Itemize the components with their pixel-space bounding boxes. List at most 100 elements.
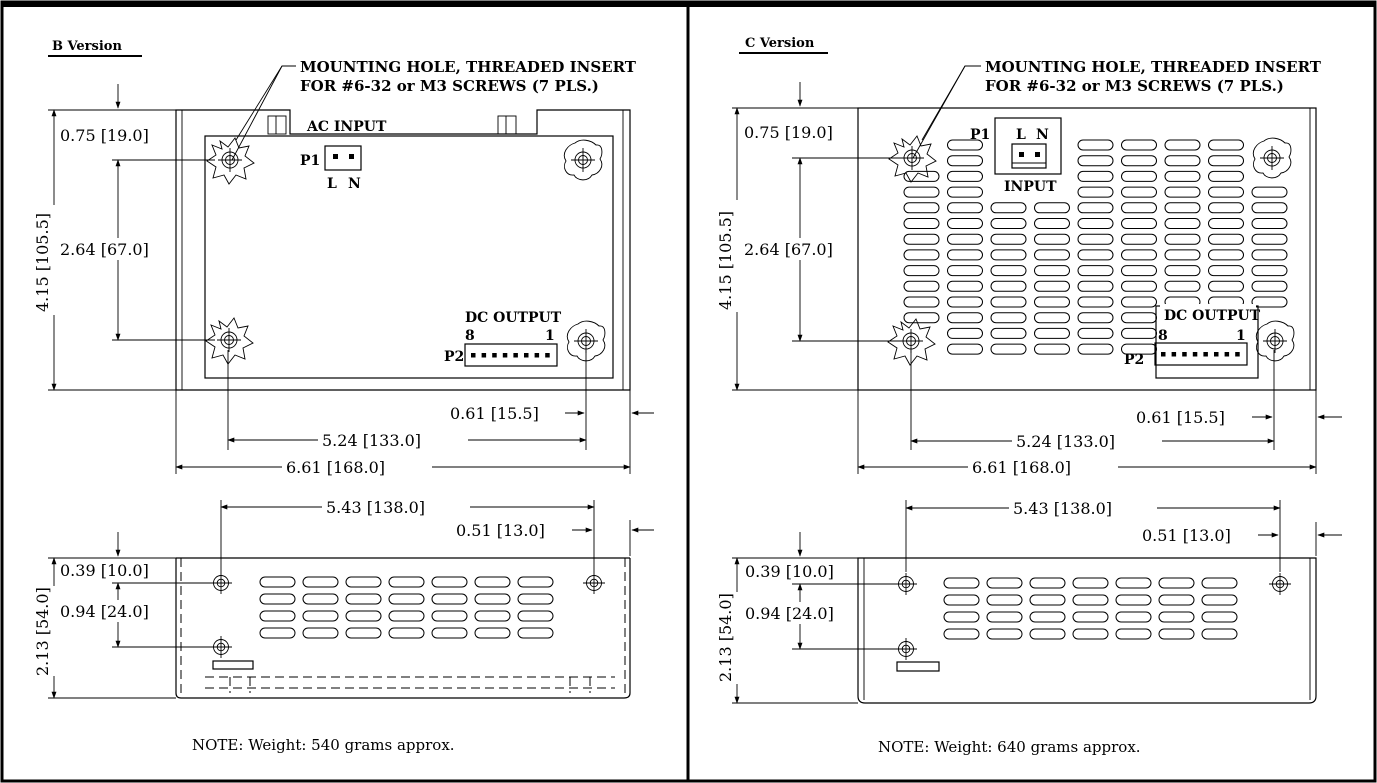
vent-slot: [1029, 628, 1066, 640]
panel-b-version: B Version MOUNTING HOLE, THREADED INSERT…: [33, 39, 654, 754]
p2-pin: [1161, 352, 1166, 357]
dim-overall-height: 4.15 [105.5]: [716, 211, 735, 310]
vent-slot: [986, 577, 1023, 589]
vent-slot: [1077, 296, 1114, 308]
vent-slot: [259, 627, 296, 639]
vent-slot: [345, 576, 382, 588]
mounting-hole-icon: [582, 571, 606, 595]
dim-overall-length: 6.61 [168.0]: [286, 458, 385, 477]
vent-slot: [1164, 280, 1201, 292]
mounting-hole-icon: [1255, 320, 1295, 362]
mounting-hole-callout: MOUNTING HOLE, THREADED INSERT FOR #6-32…: [231, 58, 637, 161]
vent-slot: [1208, 170, 1244, 182]
vent-slot: [517, 627, 554, 639]
vent-slot: [474, 610, 511, 622]
dim-side-mount-offset-right: 0.51 [13.0]: [1142, 526, 1231, 545]
vent-slot: [302, 610, 339, 622]
vent-slot: [1201, 594, 1238, 606]
vent-slot: [431, 610, 468, 622]
vent-slot: [1029, 594, 1066, 606]
vent-slot: [986, 594, 1023, 606]
callout-leader: [235, 65, 283, 141]
vent-slot: [943, 628, 980, 640]
p2-pin-last: 1: [545, 328, 555, 344]
vent-slot: [903, 296, 940, 308]
vent-slot: [1158, 611, 1195, 623]
p2-pin-first: 8: [1158, 328, 1168, 344]
vent-slot: [990, 280, 1027, 292]
vent-slot: [1164, 170, 1201, 182]
p2-connector: [464, 343, 558, 367]
callout-line-1: MOUNTING HOLE, THREADED INSERT: [985, 58, 1322, 76]
vent-slot: [903, 280, 940, 292]
chassis-outline: [857, 107, 1317, 391]
dim-side-overall-height: 2.13 [54.0]: [33, 587, 52, 676]
vent-slot: [388, 627, 425, 639]
vent-slot: [943, 577, 980, 589]
vent-slot: [1034, 343, 1070, 355]
vent-slot: [1029, 577, 1066, 589]
vent-slot: [1077, 186, 1114, 198]
vent-slot: [947, 327, 983, 339]
vent-slot: [1121, 265, 1157, 277]
vent-slot: [1164, 155, 1201, 167]
vent-slot: [1072, 611, 1109, 623]
p1-pin-l: L: [1016, 127, 1026, 143]
p1-connector: [324, 145, 362, 171]
side-chassis-outline: [857, 557, 1317, 704]
vent-slot: [1251, 296, 1288, 308]
panel-c-version: C Version MOUNTING HOLE, THREADED INSERT…: [716, 36, 1342, 756]
vent-slot: [1077, 218, 1114, 229]
vent-slot: [1164, 186, 1201, 198]
vent-slot: [1251, 265, 1288, 277]
p1-function-label: INPUT: [1004, 179, 1057, 195]
vent-slot: [903, 312, 940, 324]
vent-slot: [1077, 202, 1114, 214]
vent-slot: [1251, 218, 1288, 229]
p1-pin-l: L: [327, 176, 337, 192]
vent-slot: [1077, 312, 1114, 324]
vent-slot: [1208, 139, 1244, 151]
vent-slot: [302, 576, 339, 588]
dim-mount-spacing-horizontal: 5.24 [133.0]: [322, 431, 421, 450]
dim-overall-length: 6.61 [168.0]: [972, 458, 1071, 477]
pcb-outline: [204, 135, 614, 379]
vent-slot: [947, 312, 983, 324]
vent-slot: [943, 611, 980, 623]
vent-slot: [1034, 327, 1070, 339]
vent-slot: [1208, 249, 1244, 261]
p2-pins: [1161, 352, 1240, 357]
vent-slot: [1208, 233, 1244, 245]
p2-pin: [524, 353, 529, 358]
vent-slot: [1077, 343, 1114, 355]
vent-slot: [947, 296, 983, 308]
p2-pin: [502, 353, 508, 358]
mounting-hole-icon: [1268, 572, 1292, 596]
vent-slot: [1208, 202, 1244, 214]
vent-slot: [1158, 594, 1195, 606]
vent-slot: [990, 265, 1027, 277]
vent-slot: [1115, 594, 1152, 606]
callout-leader: [231, 65, 296, 161]
dim-side-mount-offset-right: 0.51 [13.0]: [456, 521, 545, 540]
vent-slot: [990, 343, 1027, 355]
vent-slot: [990, 202, 1027, 214]
vent-slot: [990, 312, 1027, 324]
vent-slot: [1072, 628, 1109, 640]
vent-slot: [1034, 218, 1070, 229]
vent-slot: [1029, 611, 1066, 623]
vent-slot: [1164, 249, 1201, 261]
vent-slot: [1208, 280, 1244, 292]
vent-slot: [1034, 296, 1070, 308]
vent-slot: [1115, 577, 1152, 589]
vent-slot: [1164, 139, 1201, 151]
p1-label: P1: [300, 153, 320, 169]
side-connector: [896, 661, 940, 672]
vent-slot: [1251, 249, 1288, 261]
p1-connector: [1011, 143, 1047, 169]
p2-pin: [1182, 352, 1187, 357]
p1-pin-n: N: [348, 176, 361, 192]
vent-slot: [990, 249, 1027, 261]
vent-slot: [1121, 186, 1157, 198]
vent-slot: [302, 627, 339, 639]
